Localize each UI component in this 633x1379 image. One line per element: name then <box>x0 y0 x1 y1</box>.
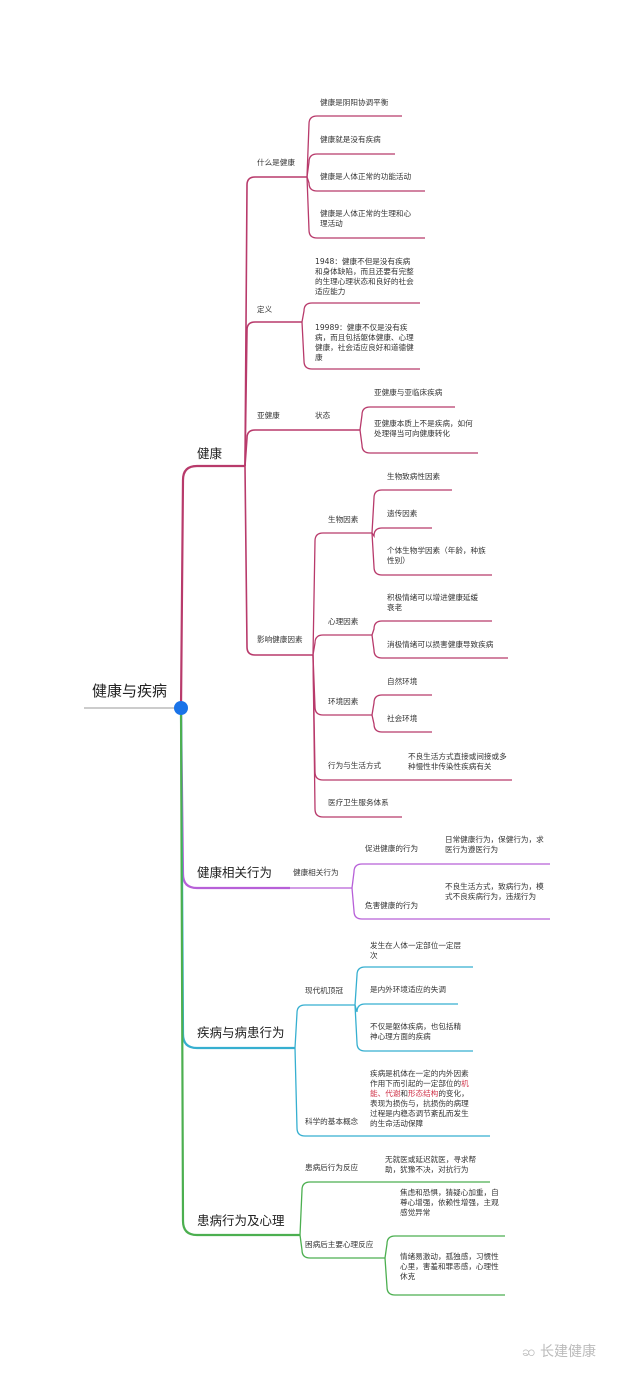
leaf[interactable]: 消极情绪可以损害健康导致疾病 <box>387 640 494 649</box>
separator: 、 <box>377 1089 386 1098</box>
leaf[interactable]: 情绪易激动，孤独感，习惯性心里，害羞和罪恶感，心理性休克 <box>400 1252 499 1281</box>
leaf[interactable]: 健康是人体正常的生理和心理活动 <box>320 209 412 228</box>
connector <box>351 887 550 920</box>
leaf[interactable]: 不良生活方式，致病行为，模式不良疾病行为，违规行为 <box>445 882 544 901</box>
leaf[interactable]: 亚健康与亚临床疾病 <box>374 388 443 397</box>
connector <box>351 863 550 889</box>
leaf[interactable]: 日常健康行为，保健行为，求医行为遵医行为 <box>445 835 544 854</box>
connector <box>301 302 420 323</box>
connector <box>299 1234 385 1259</box>
wechat-icon: ဆ <box>522 1344 540 1360</box>
connector <box>371 532 492 576</box>
node-harm[interactable]: 危害健康的行为 <box>365 901 419 910</box>
leaf[interactable]: 19989：健康不仅是没有疾病，而且包括躯体健康、心理健康，社会适应良好和道德健… <box>315 323 414 362</box>
connector <box>312 654 372 716</box>
connector <box>359 406 455 431</box>
leaf[interactable]: 健康就是没有疾病 <box>320 135 381 144</box>
connector <box>244 429 360 467</box>
connector <box>312 654 402 818</box>
node-medical[interactable]: 医疗卫生服务体系 <box>328 798 389 807</box>
leaf[interactable]: 亚健康本质上不是疾病，如何处理得当可向健康转化 <box>374 419 473 438</box>
node-behavior-sub[interactable]: 健康相关行为 <box>293 868 339 877</box>
leaf[interactable]: 不良生活方式直接或间接或多种慢性非传染性疾病有关 <box>408 752 507 771</box>
node-lifestyle[interactable]: 行为与生活方式 <box>328 761 382 770</box>
connector <box>294 1004 355 1049</box>
node-factors[interactable]: 影响健康因素 <box>257 635 303 644</box>
connector <box>244 465 313 656</box>
separator: 和 <box>400 1089 408 1098</box>
connector <box>179 707 300 1237</box>
leaf[interactable]: 健康是阴阳协调平衡 <box>320 98 389 107</box>
leaf-science[interactable]: 疾病是机体在一定的内外因素作用下而引起的一定部位的机能、代谢和形态结构的变化，表… <box>370 1069 472 1129</box>
root-node[interactable]: 健康与疾病 <box>92 682 168 700</box>
leaf[interactable]: 自然环境 <box>387 677 418 686</box>
connector <box>244 176 307 467</box>
connector <box>354 1004 473 1052</box>
connector <box>306 176 425 192</box>
connector <box>384 1235 505 1259</box>
leaf[interactable]: 无就医或延迟就医，寻求帮助，犹豫不决，对抗行为 <box>385 1155 477 1174</box>
connector <box>371 527 432 539</box>
connector <box>354 966 473 1006</box>
text: 疾病是机体在一定的内外因素作用下而引起的一定部位的 <box>370 1069 469 1088</box>
connector <box>371 489 452 534</box>
leaf[interactable]: 发生在人体一定部位一定层次 <box>370 941 462 960</box>
leaf[interactable]: 焦虑和恐惧，猜疑心加重，自尊心增强，依赖性增强，主观感觉异常 <box>400 1188 499 1217</box>
connector <box>371 694 432 716</box>
root-dot[interactable] <box>174 701 188 715</box>
leaf[interactable]: 遗传因素 <box>387 509 418 518</box>
node-psych[interactable]: 心理因素 <box>328 617 359 626</box>
branch-health[interactable]: 健康 <box>197 446 223 461</box>
node-illness-psych[interactable]: 困病后主要心理反应 <box>305 1240 374 1249</box>
connector <box>371 634 508 659</box>
node-state[interactable]: 状态 <box>315 411 331 420</box>
connector <box>371 620 492 636</box>
connector <box>244 321 302 467</box>
connector <box>306 115 402 178</box>
node-science[interactable]: 科学的基本概念 <box>305 1117 359 1126</box>
connector <box>306 153 395 178</box>
connector <box>384 1257 505 1296</box>
node-env[interactable]: 环境因素 <box>328 697 359 706</box>
connector <box>371 714 432 733</box>
connector <box>312 634 372 656</box>
connector <box>299 1181 490 1236</box>
node-promote[interactable]: 促进健康的行为 <box>365 844 419 853</box>
node-modern[interactable]: 现代机顶冠 <box>305 986 343 995</box>
highlight: 代谢 <box>385 1089 401 1098</box>
node-bio[interactable]: 生物因素 <box>328 515 359 524</box>
highlight: 机能 <box>370 1079 469 1098</box>
branch-disease[interactable]: 疾病与病患行为 <box>197 1025 285 1040</box>
leaf[interactable]: 生物致病性因素 <box>387 472 441 481</box>
connector <box>354 1003 458 1013</box>
branch-illness[interactable]: 患病行为及心理 <box>197 1213 285 1228</box>
connector <box>179 707 290 890</box>
leaf[interactable]: 个体生物学因素（年龄，种族性别） <box>387 546 486 565</box>
branch-behavior[interactable]: 健康相关行为 <box>197 865 273 880</box>
watermark: ဆ 长建健康 <box>522 1341 596 1363</box>
connector <box>294 1047 490 1137</box>
connector <box>179 464 245 709</box>
leaf[interactable]: 1948：健康不但是没有疾病和身体缺陷，而且还要有完整的生理心理状态和良好的社会… <box>315 257 414 296</box>
leaf[interactable]: 不仅是躯体疾病，也包括精神心理方面的疾病 <box>370 1022 462 1041</box>
node-what-is-health[interactable]: 什么是健康 <box>257 158 295 167</box>
connector <box>359 429 478 454</box>
node-subhealth[interactable]: 亚健康 <box>257 411 280 420</box>
leaf[interactable]: 社会环境 <box>387 714 418 723</box>
watermark-text: 长建健康 <box>540 1344 596 1360</box>
connector <box>306 176 425 239</box>
highlight: 形态结构 <box>407 1089 439 1098</box>
connector <box>301 321 420 370</box>
leaf[interactable]: 积极情绪可以增进健康延缓衰老 <box>387 593 479 612</box>
node-reaction[interactable]: 患病后行为反应 <box>305 1163 359 1172</box>
text: 的变化，表现为损伤与，抗损伤的病理过程是内稳态调节紊乱而发生的生命活动保障 <box>370 1089 469 1128</box>
node-definition[interactable]: 定义 <box>257 305 273 314</box>
leaf[interactable]: 是内外环境适应的失调 <box>370 985 446 994</box>
leaf[interactable]: 健康是人体正常的功能活动 <box>320 172 412 181</box>
connector <box>312 532 372 656</box>
